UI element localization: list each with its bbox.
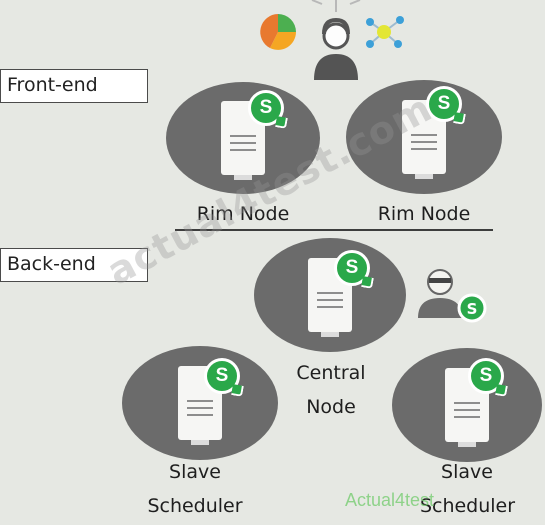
network-icon [366,16,404,48]
central-node-label-line2: Node [306,396,356,418]
qlik-badge-icon: S [334,250,370,286]
slave-scheduler-left: S [122,346,278,460]
admin-user-icon: S [418,269,487,323]
qlik-badge-icon: S [426,86,462,122]
front-end-label: Front-end [0,69,148,103]
rim-node-right: S [346,80,502,194]
pie-chart-icon [260,14,296,50]
back-end-label: Back-end [0,248,148,282]
central-node-label-line1: Central [296,362,366,384]
user-icon [311,0,361,80]
tier-divider [175,229,493,231]
qlik-badge-icon: S [204,358,240,394]
slave-scheduler-right-label-line1: Slave [441,461,493,483]
rim-node-left: S [166,82,320,194]
slave-scheduler-left-label-line1: Slave [169,461,221,483]
svg-text:S: S [467,300,478,318]
qlik-badge-icon: S [248,90,284,126]
footer-watermark: Actual4test [345,490,435,510]
qlik-badge-icon: S [468,358,504,394]
rim-node-left-label: Rim Node [196,203,290,225]
rim-node-right-label: Rim Node [377,203,471,225]
central-node: S [254,238,406,352]
slave-scheduler-right: S [392,348,542,462]
slave-scheduler-right-label-line2: Scheduler [419,495,516,517]
slave-scheduler-left-label-line2: Scheduler [147,495,243,517]
